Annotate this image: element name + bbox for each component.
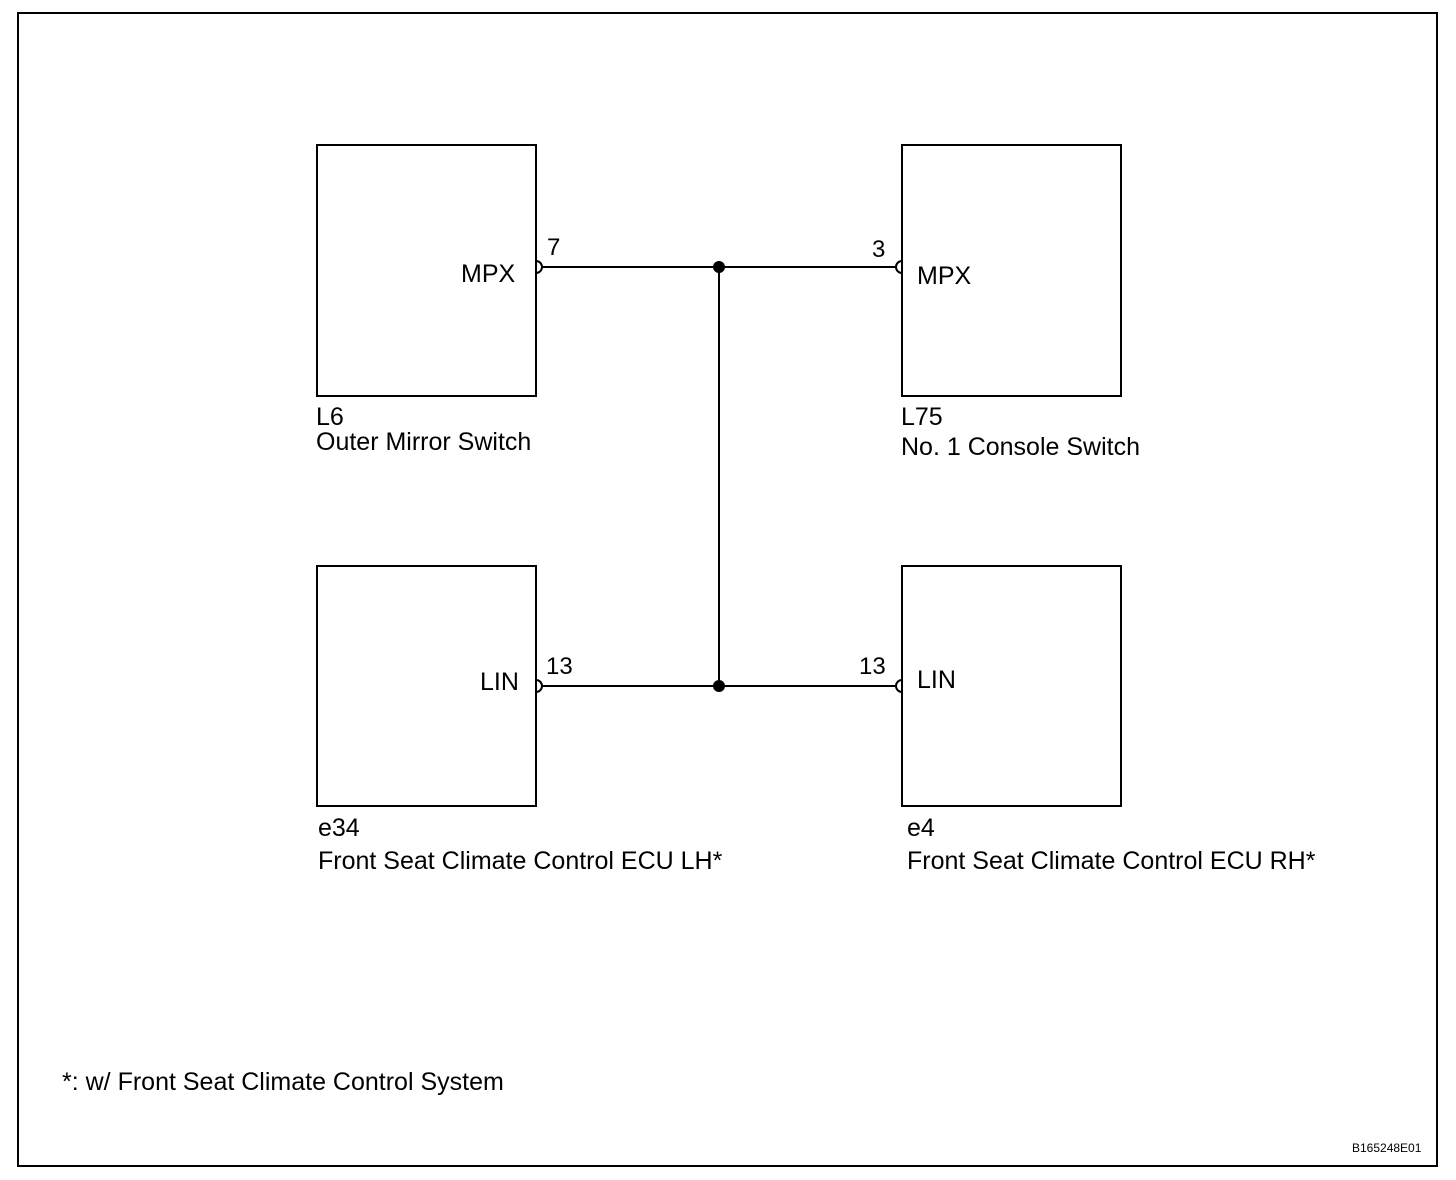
signal-label-e34: LIN <box>480 668 519 696</box>
signal-label-l6: MPX <box>461 260 516 288</box>
component-box-e4 <box>901 565 1122 807</box>
junction-dot-bottom <box>713 680 725 692</box>
junction-dot-top <box>713 261 725 273</box>
component-ref-e4: e4 <box>907 814 935 842</box>
component-ref-l75: L75 <box>901 403 943 431</box>
signal-label-l75: MPX <box>917 262 972 290</box>
component-box-l6 <box>316 144 537 397</box>
component-box-e34 <box>316 565 537 807</box>
figure-code: B165248E01 <box>1352 1141 1422 1155</box>
pin-number-l75: 3 <box>872 236 886 263</box>
component-ref-l6: L6 <box>316 403 344 431</box>
component-box-l75 <box>901 144 1122 397</box>
pin-number-l6: 7 <box>547 234 561 261</box>
pin-number-e4: 13 <box>859 653 886 680</box>
component-name-l6: Outer Mirror Switch <box>316 428 532 456</box>
pin-number-e34: 13 <box>546 653 573 680</box>
signal-label-e4: LIN <box>917 666 956 694</box>
diagram-frame <box>17 12 1438 1167</box>
footnote: *: w/ Front Seat Climate Control System <box>62 1068 504 1096</box>
component-ref-e34: e34 <box>318 814 360 842</box>
component-name-l75: No. 1 Console Switch <box>901 433 1141 461</box>
component-name-e34: Front Seat Climate Control ECU LH* <box>318 847 723 875</box>
component-name-e4: Front Seat Climate Control ECU RH* <box>907 847 1316 875</box>
